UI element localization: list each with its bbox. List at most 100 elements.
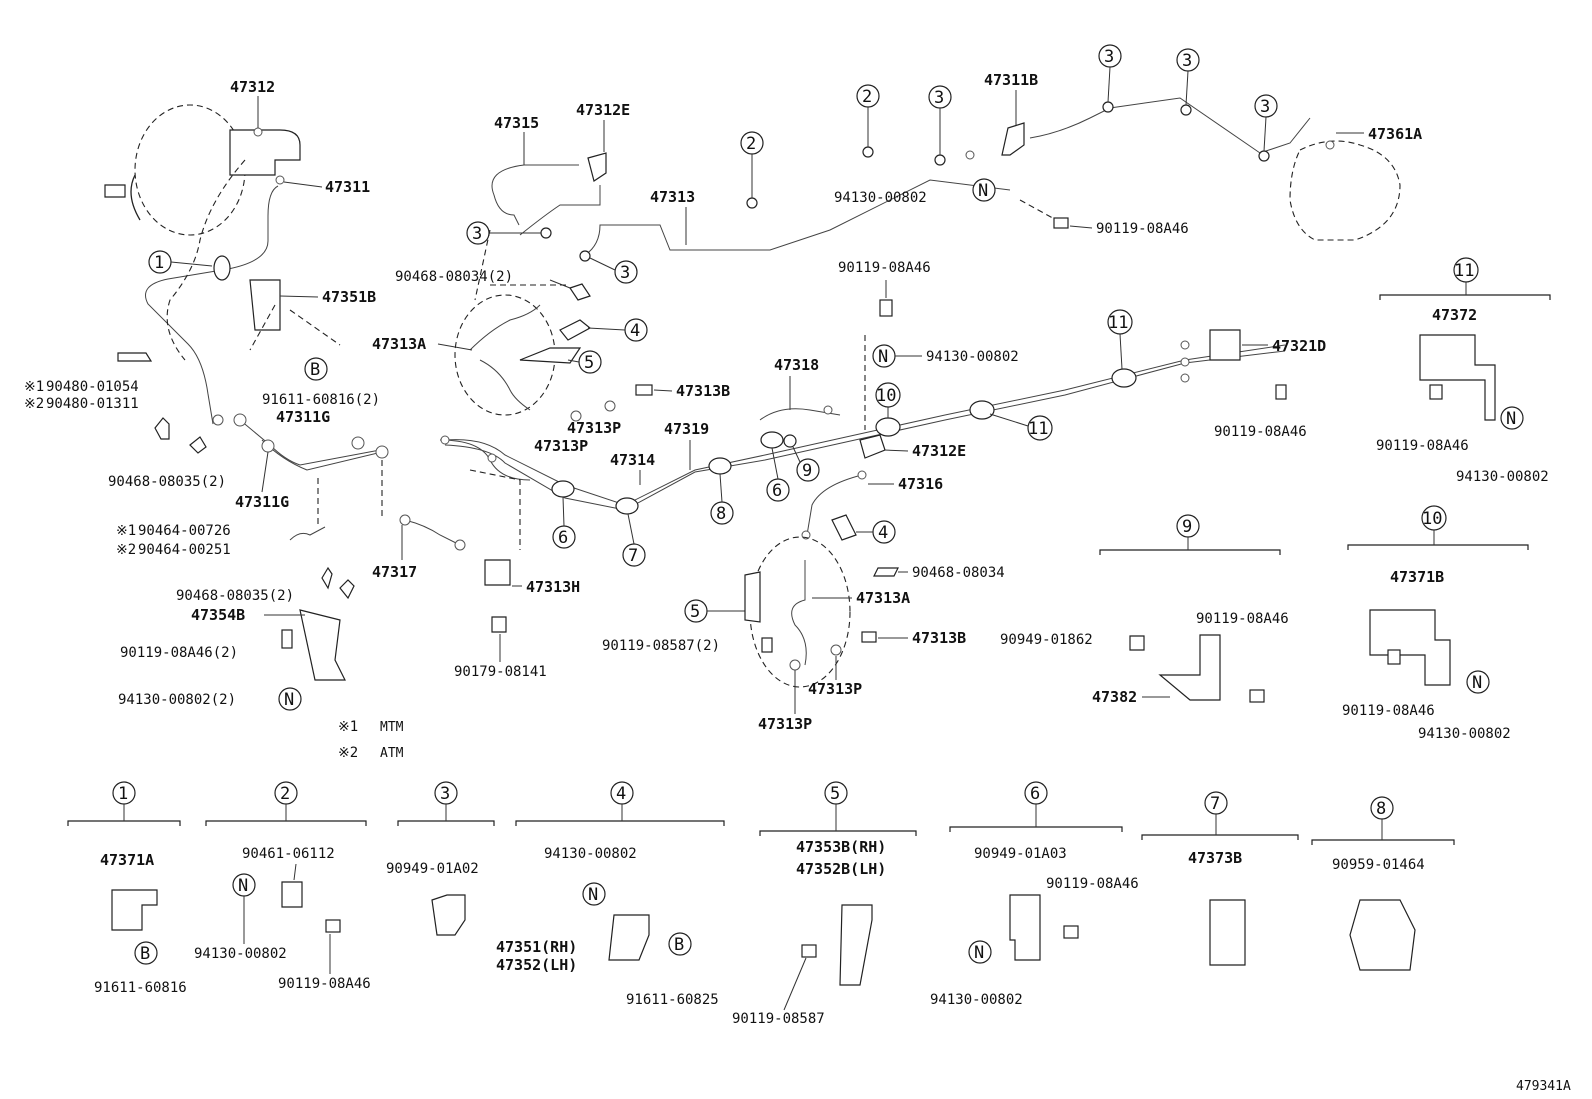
svg-text:5: 5 [690, 602, 700, 622]
callout-10-a: 10 [875, 382, 901, 418]
ref-90461-06112: 90461-06112 [242, 846, 335, 862]
callout-3-e: 3 [1176, 48, 1200, 106]
part-47373B-label: 47373B [1188, 849, 1242, 867]
svg-text:3: 3 [472, 224, 482, 244]
part-47371A-label: 47371A [100, 851, 154, 869]
ref-90119-08A46-g6: 90119-08A46 [1046, 876, 1139, 892]
bracket-47351B [249, 279, 281, 331]
ref-90464-00726: 90464-00726 [138, 523, 231, 539]
part-47313P-label-d: 47313P [758, 715, 812, 733]
brake-pipe-rear [1029, 97, 1311, 154]
ref-90468-08034: 90468-08034 [912, 565, 1005, 581]
ref-90480-01054: 90480-01054 [46, 379, 139, 395]
ref-91611-60825: 91611-60825 [626, 992, 719, 1008]
callout-3-c: 3 [928, 85, 952, 155]
part-47313A-label-a: 47313A [372, 335, 426, 353]
ref-90119-08A46-10: 90119-08A46 [1342, 703, 1435, 719]
callout-11-a: 11 [989, 413, 1053, 441]
ref-94130-00802-g2: 94130-00802 [194, 946, 287, 962]
ref-90119-08A46-11: 90119-08A46 [1376, 438, 1469, 454]
ref-90959-01464: 90959-01464 [1332, 857, 1425, 873]
svg-text:3: 3 [1182, 51, 1192, 71]
svg-text:2: 2 [280, 784, 290, 804]
marker-N-g4: N [588, 885, 598, 905]
part-47311B-label: 47311B [984, 71, 1038, 89]
svg-text:2: 2 [862, 87, 872, 107]
svg-text:3: 3 [1260, 97, 1270, 117]
marker-1-b: ※1 [116, 523, 136, 539]
part-47316-label: 47316 [898, 475, 943, 493]
union-47311B [1001, 122, 1025, 156]
ref-91611-60816-2: 91611-60816(2) [262, 392, 380, 408]
part-47313P-label-b: 47313P [534, 437, 588, 455]
svg-text:9: 9 [802, 461, 812, 481]
svg-text:1: 1 [154, 253, 164, 273]
marker-N-mid: N [878, 347, 888, 367]
marker-N-10: N [1472, 673, 1482, 693]
part-47315-label: 47315 [494, 114, 539, 132]
svg-text:5: 5 [830, 784, 840, 804]
part-47318-label: 47318 [774, 356, 819, 374]
clip-3 [431, 894, 466, 936]
marker-B-a: B [310, 360, 320, 380]
svg-text:10: 10 [1422, 509, 1442, 529]
part-47372-label: 47372 [1432, 306, 1477, 324]
part-47313B-label-b: 47313B [912, 629, 966, 647]
marker-2-b: ※2 [116, 542, 136, 558]
marker-2-a: ※2 [24, 396, 44, 412]
callout-5-b: 5 [684, 599, 745, 623]
svg-text:6: 6 [1030, 784, 1040, 804]
part-47311-label: 47311 [325, 178, 370, 196]
part-47313P-label-c: 47313P [808, 680, 862, 698]
ref-90119-08587-2: 90119-08587(2) [602, 638, 720, 654]
ref-90949-01A02: 90949-01A02 [386, 861, 479, 877]
svg-text:6: 6 [558, 528, 568, 548]
part-47352-label: 47352(LH) [496, 956, 577, 974]
ref-94130-00802-10: 94130-00802 [1418, 726, 1511, 742]
hose-47313A-front [469, 304, 541, 411]
svg-text:5: 5 [584, 353, 594, 373]
ref-94130-00802-2: 94130-00802(2) [118, 692, 236, 708]
part-47382-label: 47382 [1092, 688, 1137, 706]
callout-4-b: 4 [856, 520, 896, 544]
svg-text:8: 8 [716, 504, 726, 524]
callout-1-top: 1 [148, 250, 213, 274]
part-47321D-label: 47321D [1272, 337, 1326, 355]
part-47319-label: 47319 [664, 420, 709, 438]
ref-90119-08A46-top2: 90119-08A46 [838, 260, 931, 276]
svg-text:3: 3 [440, 784, 450, 804]
bracket-47354B [299, 609, 346, 681]
brake-pipe-47313-b [584, 179, 1011, 256]
brake-booster-drawing [104, 104, 301, 236]
part-47313-label: 47313 [650, 188, 695, 206]
bracket-47351 [608, 914, 650, 961]
group-11: 11 [1379, 257, 1551, 300]
marker-N-top: N [978, 181, 988, 201]
clamp-8 [1349, 899, 1416, 971]
part-47313B-label-a: 47313B [676, 382, 730, 400]
callout-3-b: 3 [589, 257, 638, 284]
ref-90119-08A46-2: 90119-08A46(2) [120, 645, 238, 661]
ref-90119-08A46-g2: 90119-08A46 [278, 976, 371, 992]
part-47312-label: 47312 [230, 78, 275, 96]
callout-2-b: 2 [856, 84, 880, 147]
connector-47321D [1209, 329, 1241, 361]
svg-text:6: 6 [772, 481, 782, 501]
callout-9-a: 9 [792, 446, 820, 482]
callout-3-a: 3 [466, 221, 541, 245]
ref-90949-01862: 90949-01862 [1000, 632, 1093, 648]
clamp-47373B [1209, 899, 1246, 966]
part-47314-label: 47314 [610, 451, 655, 469]
svg-text:3: 3 [1104, 47, 1114, 67]
callout-3-f: 3 [1254, 94, 1278, 152]
ref-90179-08141: 90179-08141 [454, 664, 547, 680]
group-3: 3 [397, 781, 495, 826]
svg-text:3: 3 [934, 88, 944, 108]
group-7: 7 [1141, 791, 1299, 840]
svg-text:2: 2 [746, 134, 756, 154]
group-8: 8 [1311, 796, 1455, 845]
part-47351-label: 47351(RH) [496, 938, 577, 956]
marker-N-a: N [284, 690, 294, 710]
svg-text:7: 7 [628, 546, 638, 566]
connector-47313H [484, 559, 511, 586]
